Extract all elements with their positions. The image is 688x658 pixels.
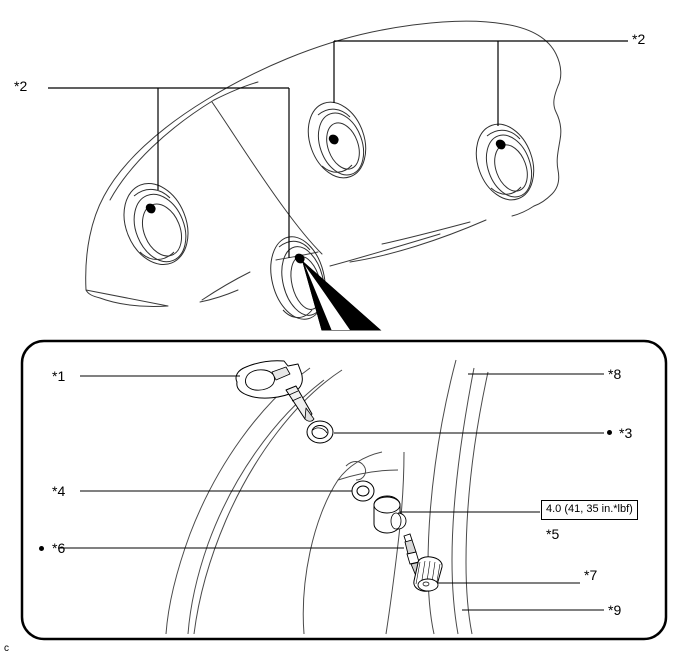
callout-label-7: *7	[584, 567, 598, 583]
valve-marker-icon	[294, 253, 305, 264]
detail-callout-box	[20, 339, 668, 641]
torque-spec-box: 4.0 (41, 35 in.*lbf)	[541, 500, 638, 520]
callout-label-9: *9	[608, 602, 622, 618]
callout-label-v2-right: *2	[632, 31, 646, 47]
valve-nut	[373, 495, 407, 534]
valve-washer	[351, 480, 375, 502]
valve-marker-icon	[495, 139, 506, 150]
bullet-marker-6	[39, 546, 44, 551]
callout-leader-v2-left	[48, 87, 290, 258]
detail-leader-lines	[58, 373, 604, 611]
valve-cap	[413, 556, 443, 592]
page-corner-mark: c	[4, 643, 9, 654]
vehicle-body-outline	[85, 20, 562, 307]
callout-leader-v2-right	[333, 40, 628, 126]
callout-label-8: *8	[608, 366, 622, 382]
front-right-wheel	[270, 236, 326, 320]
callout-label-1: *1	[52, 368, 66, 384]
callout-label-3: *3	[619, 425, 633, 441]
callout-label-v2-left: *2	[14, 78, 28, 94]
rear-right-wheel	[475, 123, 535, 201]
callout-label-5: *5	[546, 526, 560, 542]
detail-zoom-pointer	[302, 260, 382, 331]
rear-left-wheel	[307, 101, 367, 179]
front-left-wheel	[123, 182, 189, 266]
callout-label-6: *6	[52, 540, 66, 556]
bullet-marker-3	[607, 430, 612, 435]
valve-marker-icon	[328, 134, 339, 145]
tire-and-wheel-arcs	[165, 359, 489, 635]
valve-grommet	[306, 420, 334, 444]
callout-label-4: *4	[52, 483, 66, 499]
valve-marker-icon	[145, 203, 156, 214]
tire-pressure-sensor	[235, 360, 315, 422]
